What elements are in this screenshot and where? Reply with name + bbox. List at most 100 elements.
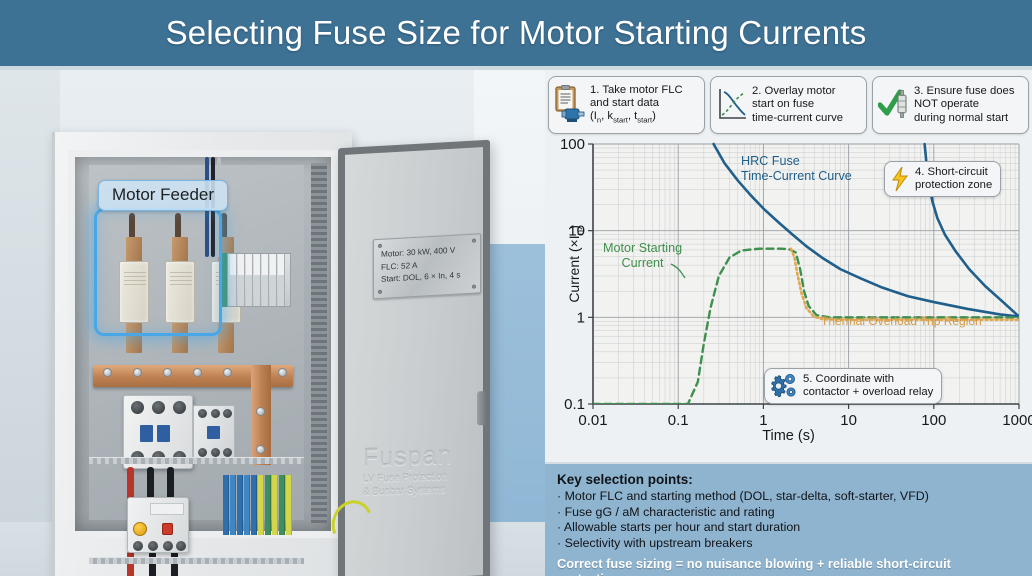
- step-box-1[interactable]: 1. Take motor FLC and start data (In, ks…: [548, 76, 705, 134]
- busbar-bolt: [256, 445, 265, 454]
- terminal: [251, 475, 257, 535]
- terminal: [279, 475, 285, 535]
- step-3-line-3: during normal start: [914, 111, 1009, 124]
- svg-text:0.1: 0.1: [668, 412, 689, 429]
- aux-terminal: [211, 448, 220, 457]
- brand-tagline-2: & Busbar Systems: [363, 484, 446, 499]
- door-handle[interactable]: [477, 390, 487, 426]
- din-rail: [89, 457, 304, 464]
- key-points-footer: Correct fuse sizing = no nuisance blowin…: [557, 556, 951, 576]
- power-wire-l1: [127, 467, 134, 501]
- step-2-line-3: time-current curve: [752, 111, 844, 124]
- terminal: [272, 475, 278, 535]
- power-wire-l3: [167, 467, 174, 501]
- float-box-4[interactable]: 4. Short-circuit protection zone: [884, 161, 1002, 198]
- steps-row: 1. Take motor FLC and start data (In, ks…: [545, 76, 1032, 134]
- step-2-text: 2. Overlay motor start on fuse time-curr…: [752, 85, 843, 125]
- thermal-overload-relay: [127, 497, 189, 553]
- chart-y-axis-label: Current (×In): [566, 225, 586, 303]
- motor-nameplate: Motor: 30 kW, 400 V FLC: 52 A Start: DOL…: [373, 233, 481, 300]
- busbar-bolt: [163, 368, 172, 377]
- contactor-terminal: [152, 401, 165, 414]
- relay-terminal: [163, 541, 173, 551]
- key-point-2: · Fuse gG / aM characteristic and rating: [557, 504, 775, 519]
- step-2-line-1: 2. Overlay motor: [752, 85, 836, 98]
- hrc-fuse-curve-label: HRC Fuse Time-Current Curve: [741, 154, 852, 183]
- thermal-overload-label: Thermal Overload Trip Region: [821, 314, 982, 328]
- terminal: [270, 254, 277, 306]
- terminal: [258, 475, 264, 535]
- svg-text:100: 100: [921, 412, 946, 429]
- gears-icon: [770, 373, 798, 399]
- aux-terminal: [223, 409, 232, 418]
- busbar-bolt: [223, 368, 232, 377]
- perforated-rail: [311, 163, 327, 523]
- fuse-marking: [124, 272, 146, 288]
- fuse-body: [165, 261, 195, 323]
- float-box-4-text: 4. Short-circuit protection zone: [915, 166, 993, 192]
- svg-text:100: 100: [560, 136, 585, 153]
- terminal-block-bottom: [223, 475, 295, 535]
- panel-divider: [545, 462, 1032, 464]
- terminal: [244, 475, 250, 535]
- hrc-fuse-l1: [117, 213, 151, 353]
- relay-reset-button[interactable]: [162, 523, 173, 535]
- busbar-bolt: [103, 368, 112, 377]
- aux-terminal: [198, 448, 207, 457]
- header-divider: [0, 66, 1032, 70]
- lightning-bolt-icon: [890, 166, 910, 192]
- terminal: [230, 254, 237, 306]
- svg-text:1000: 1000: [1002, 412, 1032, 429]
- svg-text:0.01: 0.01: [578, 412, 607, 429]
- fuse-blade-top: [126, 237, 142, 263]
- enclosure-interior: [68, 150, 338, 576]
- terminal: [254, 254, 261, 306]
- fuse-blade-bottom: [126, 323, 142, 353]
- step-box-3[interactable]: 3. Ensure fuse does NOT operate during n…: [872, 76, 1029, 134]
- key-point-1: · Motor FLC and starting method (DOL, st…: [557, 489, 929, 503]
- key-point-3: · Allowable starts per hour and start du…: [557, 520, 801, 535]
- aux-terminal: [223, 448, 232, 457]
- float-box-5[interactable]: 5. Coordinate with contactor + overload …: [764, 368, 943, 405]
- step-1-line-3: (In, kstart, tstart): [590, 109, 656, 125]
- hrc-fuse-l2: [163, 213, 197, 353]
- svg-text:1: 1: [577, 309, 585, 326]
- motor-starting-current-label: Motor Starting Current: [603, 241, 683, 270]
- nameplate-screw: [472, 284, 476, 289]
- nameplate-screw: [378, 289, 382, 295]
- brand-emboss: Fuspan LV Fuse Protection & Busbar Syste…: [363, 440, 491, 530]
- wall-left: [0, 70, 60, 576]
- relay-terminal: [133, 541, 143, 551]
- curve-chart-icon: [716, 85, 748, 125]
- terminal: [246, 254, 253, 306]
- relay-terminal: [176, 541, 186, 551]
- terminal: [237, 475, 243, 535]
- hrc-fuse-group: [117, 213, 247, 355]
- terminal: [286, 475, 292, 535]
- terminal: [265, 475, 271, 535]
- key-points-title: Key selection points:: [557, 472, 693, 487]
- page-title: Selecting Fuse Size for Motor Starting C…: [165, 14, 867, 51]
- fuse-blade-bottom: [218, 323, 234, 353]
- contactor-slot: [157, 425, 170, 442]
- svg-text:0.1: 0.1: [564, 396, 585, 413]
- fuse-body: [119, 261, 149, 323]
- step-1-text: 1. Take motor FLC and start data (In, ks…: [590, 84, 683, 127]
- terminal: [238, 254, 245, 306]
- fuse-cable: [129, 213, 135, 239]
- fuse-blade-top: [172, 237, 188, 263]
- step-3-text: 3. Ensure fuse does NOT operate during n…: [914, 85, 1014, 125]
- key-point-4: · Selectivity with upstream breakers: [557, 535, 753, 550]
- terminal: [223, 475, 229, 535]
- relay-setting-dial[interactable]: [133, 522, 147, 536]
- step-1-line-2: and start data: [590, 96, 660, 109]
- fuse-cable: [221, 213, 227, 239]
- aux-terminal: [211, 409, 220, 418]
- step-1-line-1: 1. Take motor FLC: [590, 83, 683, 96]
- earth-terminal: [221, 253, 228, 307]
- checkmark-fuse-icon: [877, 85, 910, 125]
- motor-feeder-label: Motor Feeder: [98, 180, 229, 211]
- step-box-2[interactable]: 2. Overlay motor start on fuse time-curr…: [710, 76, 867, 134]
- cabinet-photo-panel: Motor: 30 kW, 400 V FLC: 52 A Start: DOL…: [0, 70, 545, 576]
